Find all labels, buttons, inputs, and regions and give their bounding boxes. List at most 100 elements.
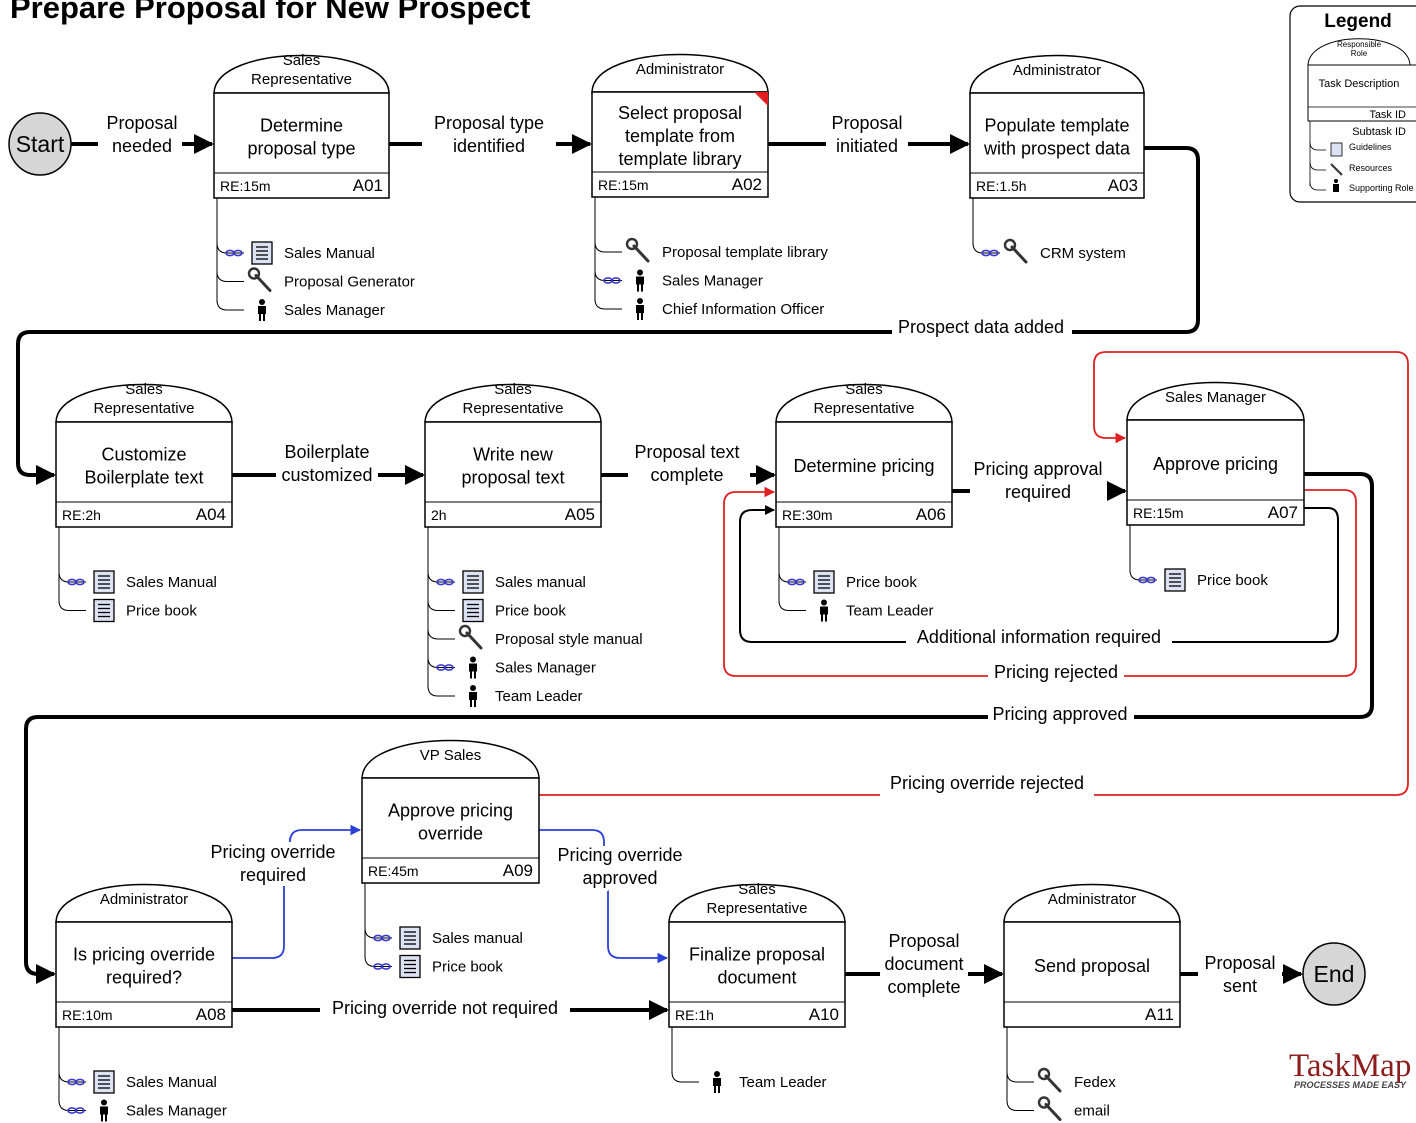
supporting-role-icon <box>469 656 477 679</box>
supporting-role-icon <box>636 269 644 292</box>
flow-label-pricing-override-approved: Pricing override <box>557 845 682 865</box>
task-id: A07 <box>1268 503 1298 522</box>
person-body <box>258 306 266 314</box>
task-description: proposal type <box>247 139 355 159</box>
subtask-item: Sales Manual <box>126 574 217 591</box>
task-box <box>1126 419 1305 526</box>
supporting-role-icon <box>1334 179 1338 183</box>
logo-name: TaskMap <box>1289 1048 1411 1084</box>
link-icon <box>436 664 454 671</box>
subtask-connector <box>778 571 806 583</box>
logo-tagline: PROCESSES MADE EASY <box>1294 1080 1407 1090</box>
task-description: Approve pricing <box>388 801 513 821</box>
role-dome <box>775 383 953 423</box>
task-role: VP Sales <box>420 747 481 764</box>
task-role: Sales <box>738 881 776 898</box>
supporting-role-icon <box>100 1099 108 1122</box>
role-dome <box>969 54 1145 94</box>
flow-label-pricing-override-approved: approved <box>582 868 657 888</box>
flow-label-pricing-override-required: Pricing override <box>210 842 335 862</box>
task-description: required? <box>106 968 182 988</box>
task-description: template library <box>618 149 741 169</box>
start-node-circle <box>8 112 72 176</box>
resources-icon <box>1037 1096 1062 1121</box>
task-description: Populate template <box>984 116 1129 136</box>
legend-guidelines: Guidelines <box>1349 142 1392 152</box>
task-description: Determine <box>260 116 343 136</box>
subtask-item: Proposal template library <box>662 244 828 261</box>
task-id: A10 <box>809 1005 839 1024</box>
flow-pricing-override-approved <box>539 829 605 846</box>
wrench-head <box>1003 238 1017 252</box>
link-ring <box>75 578 85 586</box>
resources-icon <box>247 267 272 292</box>
task-id: A06 <box>916 505 946 524</box>
flow-pricing-override-required <box>289 824 362 843</box>
task-effort: RE:15m <box>220 178 271 194</box>
link-ring <box>381 963 391 970</box>
subtask-connector <box>427 600 455 611</box>
task-role: Sales <box>283 52 321 69</box>
task-role: Administrator <box>1048 891 1136 908</box>
guidelines-icon <box>813 570 835 594</box>
subtask-connector <box>427 571 455 583</box>
subtask-connector <box>58 571 86 583</box>
link-ring <box>611 277 621 284</box>
task-description: proposal text <box>461 468 564 488</box>
task-description: Write new <box>473 445 554 465</box>
task-role: Administrator <box>1013 62 1101 79</box>
person-head <box>470 656 476 663</box>
legend-task-id: Task ID <box>1369 109 1406 121</box>
flow-pricing-rejected <box>723 486 988 677</box>
flow-prospect-data-added <box>1072 146 1200 334</box>
supporting-role-icon <box>820 599 828 622</box>
flow-pricing-override-required <box>232 886 285 959</box>
legend-task-description: Task Description <box>1319 78 1400 90</box>
person-body <box>469 692 477 700</box>
link-ring <box>989 249 999 257</box>
task-box <box>55 921 233 1028</box>
task-role: Representative <box>94 400 195 417</box>
subtask-item: email <box>1074 1103 1110 1120</box>
legend-supporting-role: Supporting Role <box>1349 183 1414 193</box>
subtask-item: Sales Manager <box>284 302 385 319</box>
task-role: Representative <box>463 400 564 417</box>
task-box <box>668 921 846 1028</box>
person-body <box>100 1106 108 1115</box>
subtask-connector <box>364 956 392 967</box>
task-effort: RE:15m <box>1133 505 1184 521</box>
role-dome <box>55 883 233 923</box>
link-ring <box>444 664 454 671</box>
flow-label-boilerplate-customized: customized <box>281 465 372 485</box>
supporting-role-icon <box>1333 184 1339 192</box>
task-description: Determine pricing <box>793 456 934 476</box>
resources-icon <box>458 624 483 650</box>
subtask-item: Proposal style manual <box>495 631 643 648</box>
link-ring <box>75 1078 85 1086</box>
task-role: Representative <box>707 900 808 917</box>
task-role: Sales <box>845 381 883 398</box>
legend-subtask-id: Subtask ID <box>1352 126 1406 138</box>
flow-label-proposal-sent: sent <box>1223 976 1257 996</box>
task-effort: RE:1h <box>675 1007 714 1023</box>
subtask-connector <box>1006 1071 1034 1083</box>
supporting-role-icon <box>258 299 266 321</box>
role-dome <box>1003 883 1181 923</box>
subtask-connector <box>972 242 1000 254</box>
subtask-connector <box>216 299 244 311</box>
link-icon <box>787 578 805 586</box>
flow-label-proposal-type-identified: Proposal type <box>434 113 544 133</box>
flow-label-proposal-sent: Proposal <box>1204 953 1275 973</box>
corner-flag <box>754 92 768 106</box>
flow-label-additional-information-required: Additional information required <box>917 627 1161 647</box>
legend-resources: Resources <box>1349 163 1393 173</box>
subtask-item: Team Leader <box>846 603 934 620</box>
subtask-item: Sales Manual <box>284 245 375 262</box>
resources-icon <box>1037 1067 1062 1093</box>
